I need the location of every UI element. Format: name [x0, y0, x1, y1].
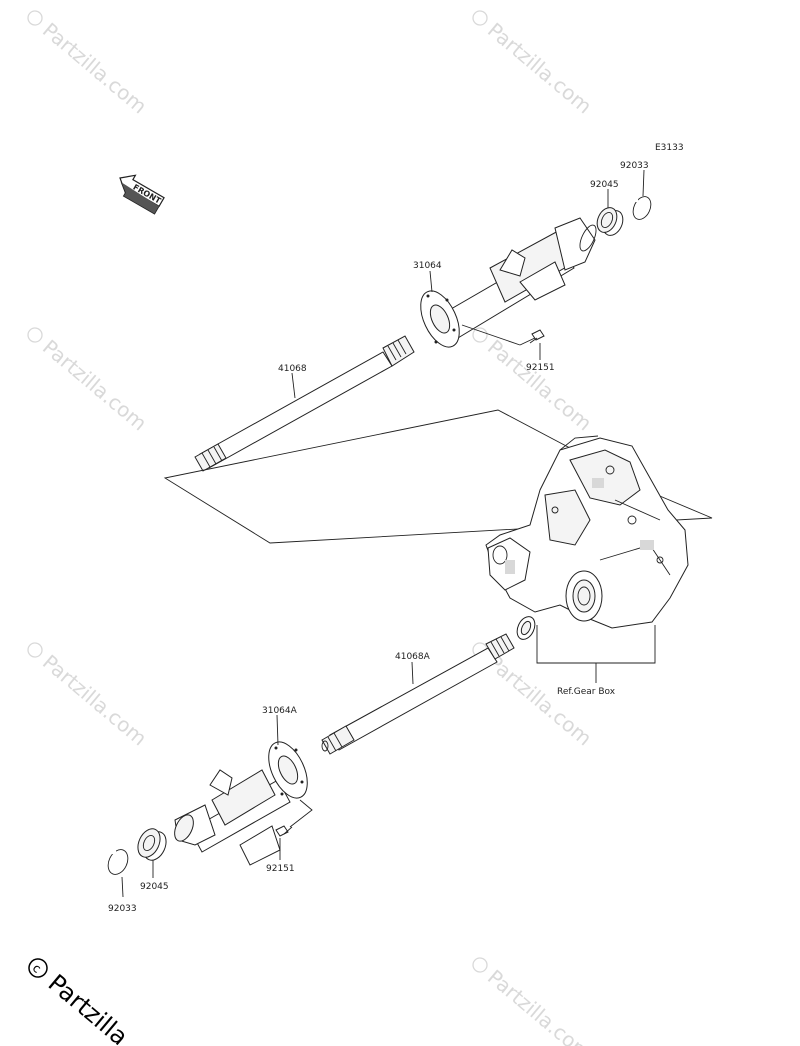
- ref-gear-box-bracket: Ref.Gear Box: [536, 625, 656, 697]
- circlip-92033-lower: 92033: [107, 848, 137, 914]
- bolt-92151-lower: 92151: [266, 799, 313, 874]
- label-92033-upper: 92033: [620, 161, 649, 171]
- gear-box-housing: [485, 435, 689, 629]
- bolt-92151-upper: 92151: [461, 324, 555, 373]
- bearing-92045-upper: 92045: [590, 180, 624, 236]
- label-31064A: 31064A: [262, 706, 298, 716]
- front-direction-arrow: FRONT: [119, 174, 165, 215]
- axle-shaft-41068A: 41068A: [321, 633, 515, 755]
- label-92151-upper: 92151: [526, 363, 555, 373]
- copyright-brand: c Partzilla: [28, 958, 134, 1046]
- oil-seal: [516, 616, 536, 640]
- circlip-92033-upper: 92033: [620, 161, 652, 220]
- label-92045-lower: 92045: [140, 882, 169, 892]
- bearing-92045-lower: 92045: [137, 828, 169, 892]
- watermark-text: Partzilla.com: [38, 335, 151, 436]
- axle-housing-31064A: 31064A: [174, 706, 308, 866]
- label-92045-upper: 92045: [590, 180, 619, 190]
- reference-outline: [163, 409, 713, 544]
- copyright-brand-text: Partzilla: [43, 969, 134, 1046]
- watermark-layer: Partzilla.com Partzilla.com Partzilla.co…: [27, 10, 596, 1046]
- label-31064: 31064: [413, 261, 442, 271]
- ref-gear-box-label: Ref.Gear Box: [557, 687, 616, 697]
- axle-housing-31064: 31064: [413, 217, 597, 348]
- watermark-text: Partzilla.com: [483, 965, 596, 1046]
- label-92151-lower: 92151: [266, 864, 295, 874]
- watermark-text: Partzilla.com: [483, 18, 596, 119]
- label-41068A: 41068A: [395, 652, 431, 662]
- label-41068: 41068: [278, 364, 307, 374]
- watermark-text: Partzilla.com: [38, 18, 151, 119]
- label-92033-lower: 92033: [108, 904, 137, 914]
- axle-shaft-41068: 41068: [194, 335, 415, 472]
- watermark-text: Partzilla.com: [483, 650, 596, 751]
- diagram-code: E3133: [655, 143, 684, 153]
- watermark-text: Partzilla.com: [38, 650, 151, 751]
